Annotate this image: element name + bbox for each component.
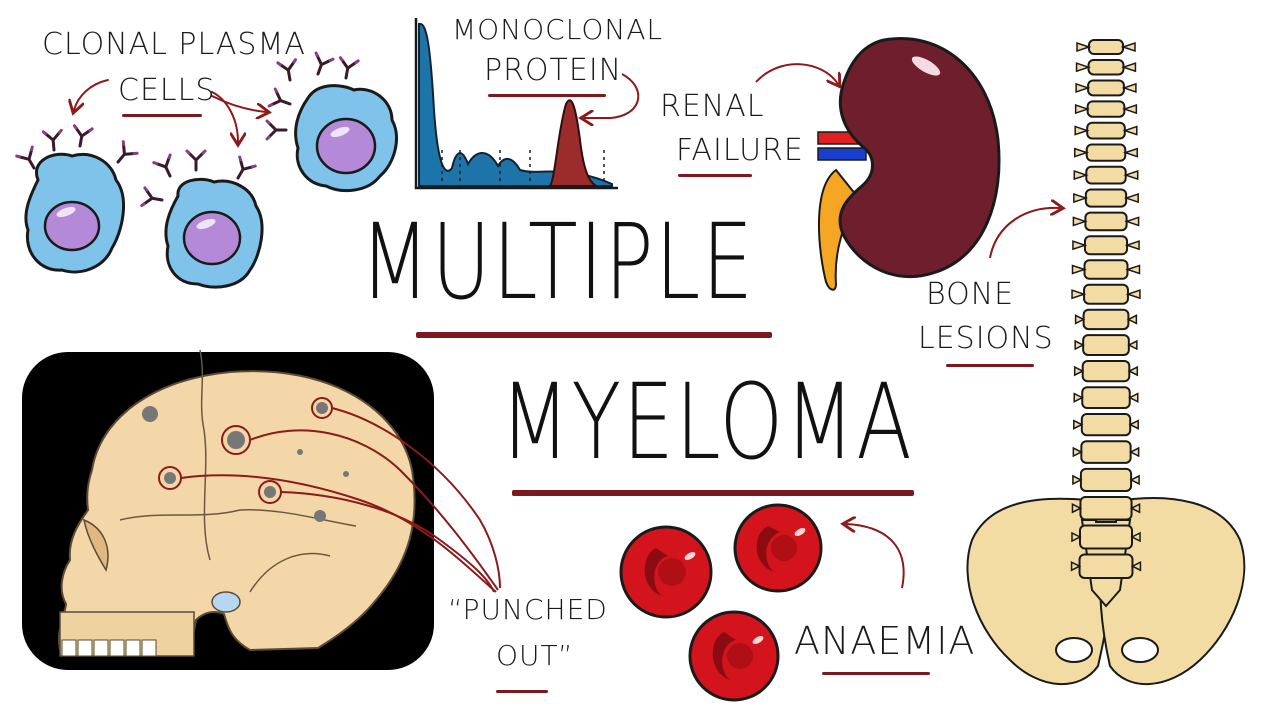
- punched-out-label-line1: “PUNCHED: [448, 593, 608, 626]
- arrow-icon: [989, 208, 1060, 259]
- arrow-icon: [74, 79, 266, 142]
- plasma-cell-icon: [294, 84, 398, 193]
- punched-out-underline: [496, 690, 548, 693]
- skull-icon: [22, 349, 501, 670]
- monoclonal-protein-label-line2: PROTEIN: [484, 53, 623, 88]
- renal-failure-label-line2: FAILURE: [676, 133, 804, 168]
- kidney-icon: [817, 37, 1001, 291]
- plasma-cell-icon: [24, 152, 125, 274]
- bone-lesions-label-line2: LESIONS: [918, 321, 1054, 356]
- bone-lesions-label-line1: BONE: [926, 277, 1015, 312]
- renal-failure-underline: [678, 174, 752, 177]
- spine-pelvis-icon: [966, 497, 1246, 686]
- punched-out-label-line2: OUT”: [496, 639, 574, 672]
- bone-lesions-underline: [946, 364, 1034, 367]
- title-line1: MULTIPLE: [360, 201, 755, 323]
- arrow-icon: [584, 73, 640, 118]
- renal-failure-label-line1: RENAL: [660, 89, 765, 124]
- anaemia-underline: [822, 672, 930, 675]
- anaemia-label: ANAEMIA: [794, 619, 976, 663]
- red-blood-cell-icon: [619, 525, 713, 619]
- title-line2: MYELOMA: [500, 361, 914, 483]
- clonal-plasma-cells-label-line2: CELLS: [118, 73, 216, 108]
- arrow-icon: [846, 524, 905, 589]
- monoclonal-protein-label-line1: MONOCLONAL: [452, 13, 664, 46]
- clonal-cells-underline: [122, 114, 202, 117]
- arrow-icon: [755, 63, 838, 84]
- title-line1-underline: [416, 332, 772, 338]
- spine-pelvis-icon: [1070, 39, 1142, 579]
- monoclonal-protein-underline: [488, 94, 606, 97]
- title-line2-underline: [512, 490, 914, 496]
- clonal-plasma-cells-label-line1: CLONAL PLASMA: [42, 27, 306, 62]
- red-blood-cell-icon: [688, 610, 780, 702]
- electrophoresis-graph-icon: [414, 18, 618, 190]
- red-blood-cell-icon: [733, 503, 823, 593]
- plasma-cell-icon: [164, 177, 264, 289]
